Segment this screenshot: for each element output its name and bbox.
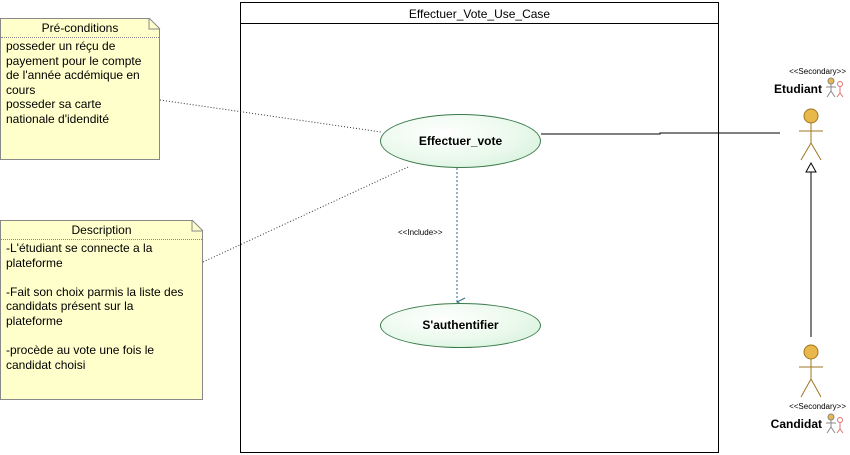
association-line-etudiant xyxy=(541,132,780,135)
description-note[interactable]: Description -L'étudiant se connecte a la… xyxy=(0,220,203,400)
note-separator xyxy=(1,37,159,38)
description-note-title: Description xyxy=(71,223,132,237)
etudiant-stereotype: <<Secondary>> xyxy=(789,67,846,76)
generalization-arrowhead xyxy=(805,161,817,173)
preconditions-note-title: Pré-conditions xyxy=(41,21,119,35)
etudiant-actor-figure xyxy=(799,108,823,161)
system-boundary[interactable]: Effectuer_Vote_Use_Case xyxy=(240,2,719,453)
candidat-actor-figure xyxy=(799,344,823,398)
preconditions-anchor-line xyxy=(159,99,382,133)
note-separator xyxy=(1,239,202,240)
preconditions-note-body: posseder un réçu de payement pour le com… xyxy=(6,39,142,126)
etudiant-secondary-actor-icon xyxy=(826,77,844,98)
preconditions-note-fold xyxy=(148,17,161,30)
candidat-actor-name[interactable]: Candidat xyxy=(770,417,822,431)
system-title-separator xyxy=(241,23,718,24)
usecase-effectuer-vote[interactable]: Effectuer_vote xyxy=(380,114,541,168)
description-note-fold xyxy=(191,219,204,232)
candidat-stereotype: <<Secondary>> xyxy=(789,402,846,411)
include-stereotype-label: <<Include>> xyxy=(398,228,443,237)
description-anchor-line xyxy=(202,166,409,263)
candidat-secondary-actor-icon xyxy=(826,413,844,434)
etudiant-actor-name[interactable]: Etudiant xyxy=(774,82,822,96)
preconditions-note[interactable]: Pré-conditions posseder un réçu de payem… xyxy=(0,18,160,160)
system-title: Effectuer_Vote_Use_Case xyxy=(408,7,551,21)
usecase-sauthentifier[interactable]: S'authentifier xyxy=(380,303,541,348)
usecase-effectuer-vote-label: Effectuer_vote xyxy=(418,134,503,148)
description-note-body: -L'étudiant se connecte a la plateforme … xyxy=(6,241,184,372)
usecase-sauthentifier-label: S'authentifier xyxy=(422,318,499,332)
